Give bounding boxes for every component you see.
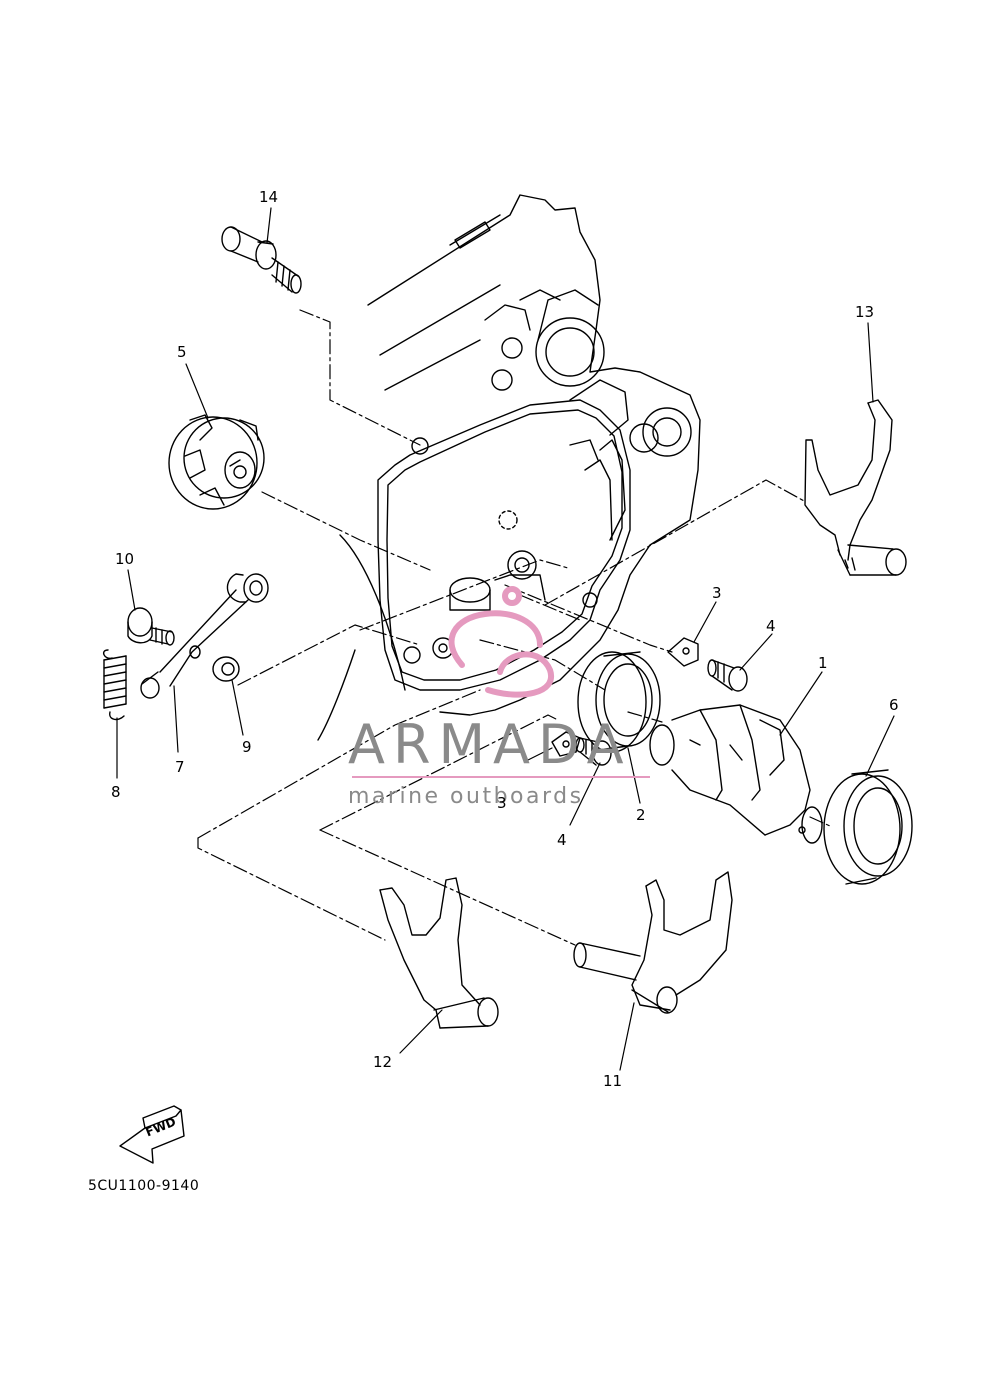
part-label-10[interactable]: 10 — [115, 550, 135, 568]
part-label-2[interactable]: 2 — [636, 806, 646, 824]
diagram-code: 5CU1100-9140 — [88, 1178, 200, 1194]
part-label-7[interactable]: 7 — [175, 758, 185, 776]
part-3-upper-plate — [667, 637, 699, 667]
part-label-4-upper[interactable]: 4 — [766, 617, 776, 635]
watermark-tagline: marine outboards — [348, 784, 584, 809]
part-9-washer — [212, 656, 240, 682]
part-label-14[interactable]: 14 — [259, 188, 279, 206]
part-label-4-lower[interactable]: 4 — [557, 831, 567, 849]
part-label-12[interactable]: 12 — [373, 1053, 393, 1071]
part-label-3-lower[interactable]: 3 — [497, 794, 507, 812]
crankcase-housing — [317, 194, 701, 741]
part-13-fork — [804, 399, 907, 576]
watermark-divider — [352, 776, 650, 778]
part-label-3-upper[interactable]: 3 — [712, 584, 722, 602]
fwd-arrow[interactable] — [119, 1105, 185, 1164]
part-label-13[interactable]: 13 — [855, 303, 875, 321]
part-label-8[interactable]: 8 — [111, 783, 121, 801]
part-10-bolt — [127, 607, 175, 646]
part-3-lower-plate — [551, 731, 581, 757]
part-4-upper-screw — [707, 659, 748, 692]
part-4-lower-screw — [575, 737, 612, 766]
part-1-shift-drum — [649, 704, 823, 844]
brand-logo-swirl — [448, 586, 555, 698]
part-label-5[interactable]: 5 — [177, 343, 187, 361]
part-5-segment — [168, 414, 265, 510]
leader-lines — [116, 207, 895, 1071]
part-label-11[interactable]: 11 — [603, 1072, 623, 1090]
part-8-spring — [102, 649, 127, 721]
part-14-bolt — [221, 226, 302, 294]
part-2-bearing — [577, 651, 661, 753]
part-12-fork — [379, 877, 499, 1029]
part-6-bearing — [823, 769, 913, 885]
part-label-9[interactable]: 9 — [242, 738, 252, 756]
assembly-lines — [197, 309, 831, 946]
part-label-6[interactable]: 6 — [889, 696, 899, 714]
part-11-fork — [573, 871, 733, 1014]
part-7-lever — [140, 573, 269, 699]
part-label-1[interactable]: 1 — [818, 654, 828, 672]
watermark-brand: ARMADA — [348, 713, 632, 776]
